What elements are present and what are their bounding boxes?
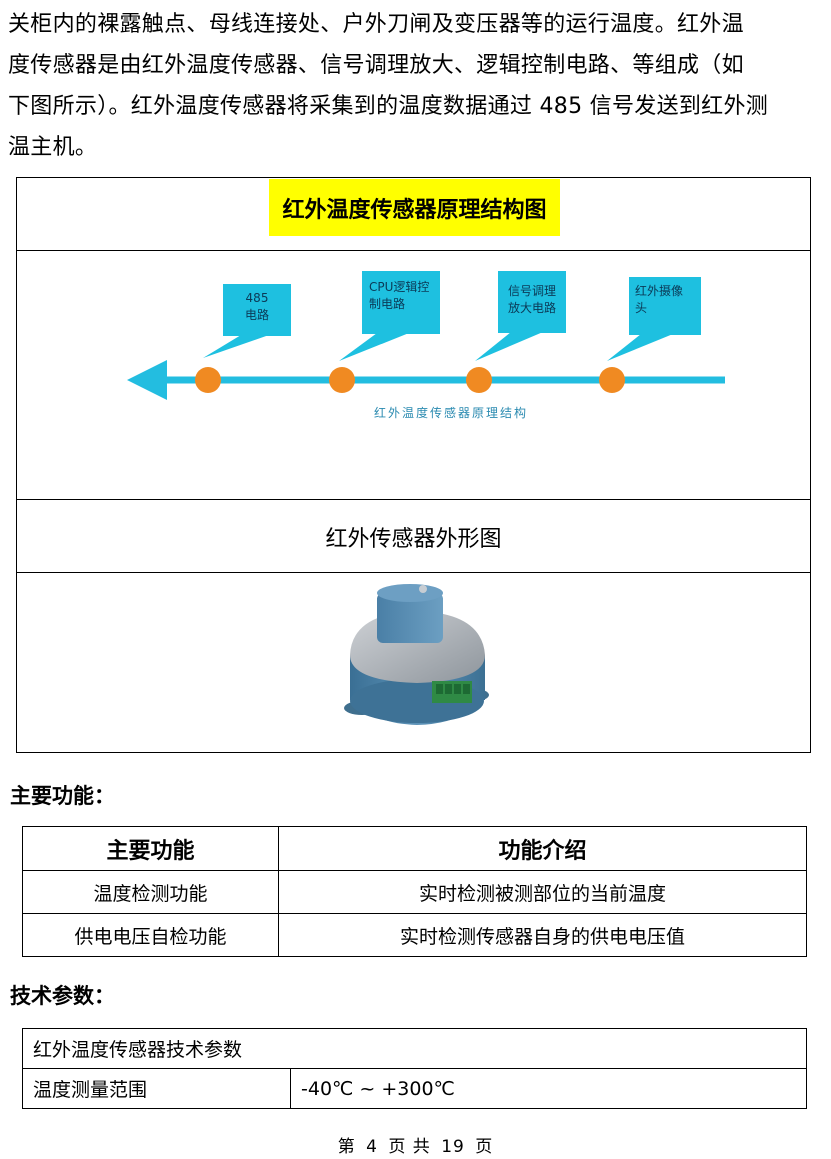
node-cpu [329,367,355,393]
total-pages: 19 [441,1137,465,1157]
header-description: 功能介绍 [278,826,807,871]
node-camera [599,367,625,393]
function-description: 实时检测传感器自身的供电电压值 [278,913,807,957]
intro-line-1: 关柜内的裸露触点、母线连接处、户外刀闸及变压器等的运行温度。红外温 [8,12,744,37]
callout-signal-label: 信号调理放大电路 [508,284,556,315]
function-name: 温度检测功能 [22,870,279,914]
param-value: -40℃ ~ +300℃ [290,1068,807,1109]
photo-row [17,573,810,753]
sensor-photo [344,584,489,725]
diagram-title: 红外温度传感器原理结构图 [269,179,560,236]
params-title-row: 红外温度传感器技术参数 [22,1028,807,1069]
page-number: 4 [366,1137,378,1157]
intro-line-3: 下图所示）。红外温度传感器将采集到的温度数据通过 485 信号发送到红外测 [8,94,769,119]
callout-camera: 红外摄像头 [607,277,701,361]
param-name: 温度测量范围 [22,1068,291,1109]
diagram-caption: 红外温度传感器原理结构 [374,405,528,420]
main-functions-heading: 主要功能： [10,784,115,808]
node-signal [466,367,492,393]
function-name: 供电电压自检功能 [22,913,279,957]
photo-title-row: 红外传感器外形图 [17,500,810,573]
photo-title: 红外传感器外形图 [325,526,502,552]
arrow-head [127,360,167,400]
intro-line-4: 温主机。 [8,135,98,160]
callout-camera-label: 红外摄像头 [635,283,683,315]
intro-line-2: 度传感器是由红外温度传感器、信号调理放大、逻辑控制电路、等组成（如 [8,53,744,78]
footer-prefix: 第 [337,1137,356,1157]
params-title: 红外温度传感器技术参数 [22,1028,807,1069]
function-description: 实时检测被测部位的当前温度 [278,870,807,914]
diagram-title-row: 红外温度传感器原理结构图 [17,178,810,251]
table-row: 供电电压自检功能 实时检测传感器自身的供电电压值 [22,913,807,957]
tech-params-heading: 技术参数： [10,984,115,1008]
tech-params-table: 红外温度传感器技术参数 温度测量范围 -40℃ ~ +300℃ [22,1028,807,1109]
callout-signal: 信号调理放大电路 [475,271,566,361]
table-row: 温度检测功能 实时检测被测部位的当前温度 [22,870,807,914]
footer-suffix: 页 [475,1137,494,1157]
intro-paragraph: 关柜内的裸露触点、母线连接处、户外刀闸及变压器等的运行温度。红外温 度传感器是由… [8,4,826,168]
main-functions-table: 主要功能 功能介绍 温度检测功能 实时检测被测部位的当前温度 供电电压自检功能 … [22,826,807,957]
callout-cpu: CPU逻辑控制电路 [339,271,440,361]
table-row: 温度测量范围 -40℃ ~ +300℃ [22,1068,807,1109]
callout-cpu-label: CPU逻辑控制电路 [369,280,429,311]
table-header-row: 主要功能 功能介绍 [22,826,807,871]
footer-mid: 页 共 [388,1137,431,1157]
header-function: 主要功能 [22,826,279,871]
node-485 [195,367,221,393]
page-footer: 第 4 页 共 19 页 [0,1132,831,1157]
